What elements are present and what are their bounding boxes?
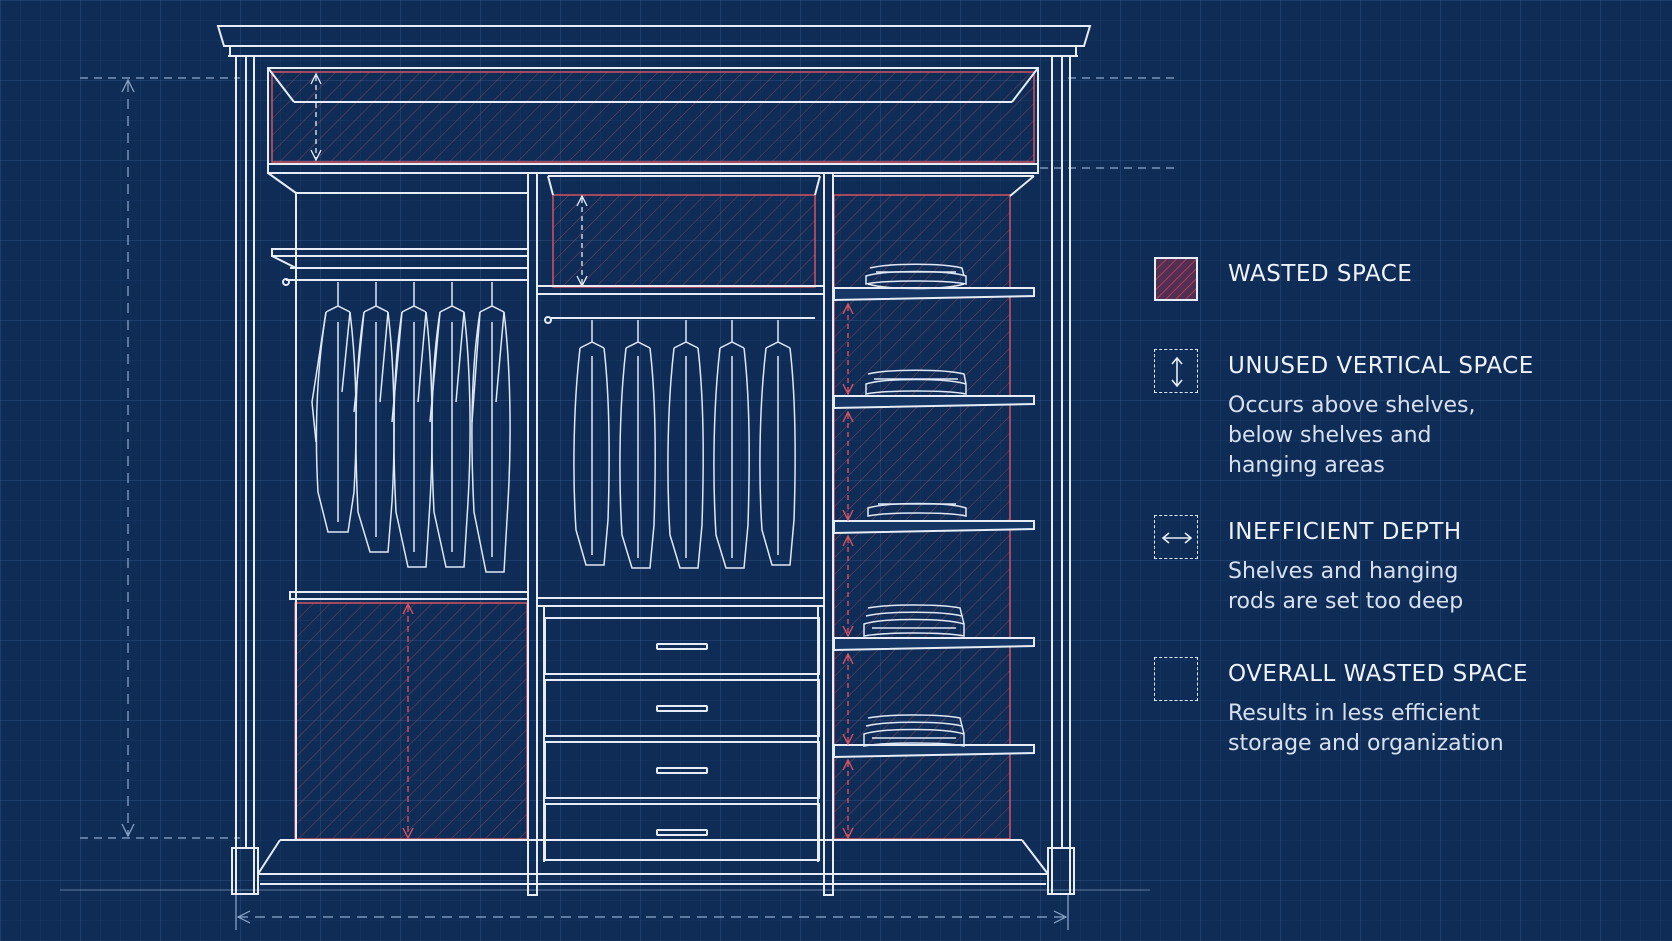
legend-description: Occurs above shelves, below shelves and … xyxy=(1228,393,1476,478)
wasted-space-zones xyxy=(271,71,1035,840)
drawer-3 xyxy=(544,741,820,799)
hatched-swatch-icon xyxy=(1154,257,1198,301)
drawer-2 xyxy=(544,679,820,737)
drawers xyxy=(544,617,820,861)
vertical-space-markers xyxy=(310,72,588,288)
hanging-shirts-middle xyxy=(573,320,796,569)
horizontal-arrow-icon xyxy=(1154,515,1198,559)
drawer-4 xyxy=(544,803,820,861)
legend-title: UNUSED VERTICAL SPACE xyxy=(1228,353,1534,379)
legend-description: Shelves and hanging rods are set too dee… xyxy=(1228,559,1464,614)
legend-title: INEFFICIENT DEPTH xyxy=(1228,519,1462,545)
legend-title: WASTED SPACE xyxy=(1228,261,1413,287)
closet-frame xyxy=(216,25,1092,896)
hanging-shirts-left xyxy=(311,282,511,573)
right-shelves xyxy=(833,287,1035,759)
vertical-arrow-icon xyxy=(1154,349,1198,393)
wasted-zone-right-column xyxy=(833,194,1011,840)
wasted-zone-bottom-left xyxy=(294,602,528,840)
folded-clothes xyxy=(863,263,967,747)
wasted-zone-top xyxy=(271,71,1035,163)
wasted-space-markers xyxy=(402,302,854,840)
drawer-1 xyxy=(544,617,820,675)
legend-title: OVERALL WASTED SPACE xyxy=(1228,661,1529,687)
dashed-square-icon xyxy=(1154,657,1198,701)
wasted-zone-middle-top xyxy=(552,194,816,288)
legend-description: Results in less efficient storage and or… xyxy=(1228,701,1504,756)
dimension-lines xyxy=(60,77,1180,930)
